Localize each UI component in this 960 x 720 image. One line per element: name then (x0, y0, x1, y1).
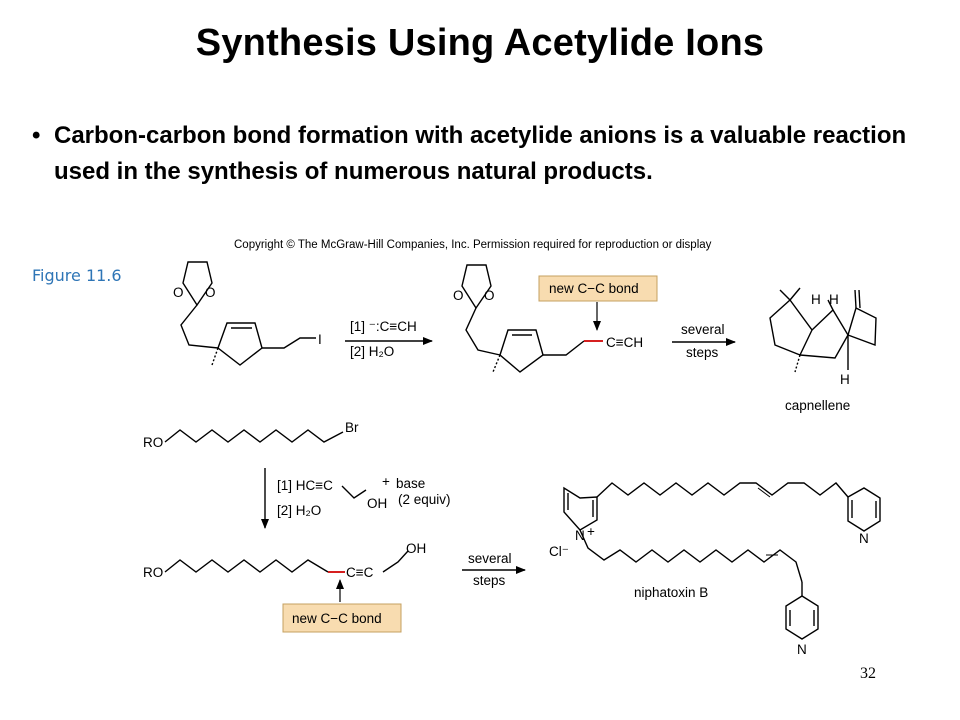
capnellene-structure (769, 287, 877, 373)
new-bond-label-1: new C−C bond (549, 281, 639, 296)
bullet-text: Carbon-carbon bond formation with acetyl… (54, 122, 907, 185)
niphatoxin-structure (563, 482, 881, 640)
reagent-equiv: (2 equiv) (398, 492, 451, 507)
new-bond-callout-1 (538, 275, 658, 331)
reaction1-step2: [2] H₂O (350, 344, 394, 359)
starting-material-iodide (180, 261, 316, 366)
bromide-ro: RO (143, 435, 163, 450)
figure-label: Figure 11.6 (32, 266, 122, 285)
capnellene-name: capnellene (785, 398, 850, 413)
intermediate-o-left: O (453, 288, 464, 303)
intermediate-alkyne-label: C≡CH (606, 335, 643, 350)
reaction2-step1: [1] HC≡C (277, 478, 333, 493)
chloride-ion: Cl⁻ (549, 544, 569, 559)
pyridinium-plus: + (587, 524, 595, 539)
product-ch2-chain (382, 550, 409, 573)
new-bond-label-2: new C−C bond (292, 611, 382, 626)
product-oh: OH (406, 541, 426, 556)
dioxolane-o-left: O (173, 285, 184, 300)
bromide-chain (164, 429, 344, 443)
reaction1-conditions-1: several (681, 322, 725, 337)
bromide-br: Br (345, 420, 359, 435)
reaction1-conditions-2: steps (686, 345, 719, 360)
bullet-point: • Carbon-carbon bond formation with acet… (32, 118, 912, 190)
reaction1-step1: [1] ⁻:C≡CH (350, 319, 417, 334)
reaction2-conditions-2: steps (473, 573, 506, 588)
slide-title: Synthesis Using Acetylide Ions (195, 22, 765, 64)
reaction2-conditions-1: several (468, 551, 512, 566)
right-pyridine-n: N (859, 531, 869, 546)
capnellene-h-bottom: H (840, 372, 850, 387)
new-bond-callout-2 (282, 579, 402, 633)
product-alkyne: C≡C (346, 565, 374, 580)
capnellene-h-top-right: H (829, 292, 839, 307)
intermediate-alkyne (461, 264, 585, 373)
iodide-label: I (318, 332, 322, 347)
copyright-notice: Copyright © The McGraw-Hill Companies, I… (234, 239, 712, 251)
product-ro: RO (143, 565, 163, 580)
page-number: 32 (860, 665, 876, 682)
capnellene-h-top-left: H (811, 292, 821, 307)
propargyl-alcohol-chain (341, 485, 367, 499)
bottom-pyridine-n: N (797, 642, 807, 657)
pyridinium-n: N (575, 528, 585, 543)
niphatoxin-name: niphatoxin B (634, 585, 708, 600)
product-chain (164, 559, 329, 573)
bullet-marker: • (32, 122, 41, 149)
reaction2-step2: [2] H₂O (277, 503, 321, 518)
dioxolane-o-right: O (205, 285, 216, 300)
reagent-plus: + (382, 474, 390, 489)
reagent-oh: OH (367, 496, 387, 511)
reagent-base: base (396, 476, 425, 491)
intermediate-o-right: O (484, 288, 495, 303)
